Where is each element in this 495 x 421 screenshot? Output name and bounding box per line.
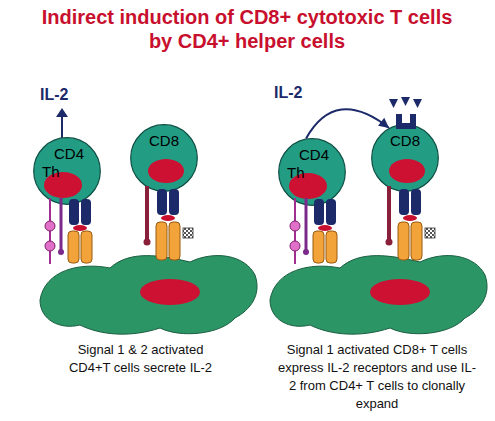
- apc-nucleus: [370, 279, 430, 305]
- t-cell-circle: CD4Th: [278, 138, 346, 206]
- t-cell-circle: CD8: [371, 124, 439, 192]
- cd28-stalk: [49, 198, 51, 264]
- arrow-head: [378, 118, 389, 128]
- t-cell-circle: CD8: [130, 124, 198, 192]
- mhc-chain: [68, 231, 79, 263]
- mhc-chain: [326, 231, 337, 263]
- cell-label: CD8: [373, 132, 437, 149]
- il2-molecule: [413, 99, 422, 108]
- mhc-chain: [398, 222, 409, 260]
- panel-caption: Signal 1 & 2 activated CD4+T cells secre…: [63, 341, 218, 377]
- il2-molecule: [389, 99, 398, 108]
- cd8-coreceptor-end: [386, 239, 393, 246]
- apc-body: [270, 256, 487, 335]
- tcr-chain: [326, 199, 336, 225]
- cell-nucleus: [389, 159, 425, 183]
- cd4-coreceptor-end: [303, 249, 309, 255]
- secretion-arrow: [56, 108, 68, 138]
- peptide: [161, 215, 175, 221]
- mhc-chain: [411, 222, 422, 260]
- cell-membrane: [372, 125, 439, 192]
- cd28-stalk: [294, 198, 296, 264]
- co-molecule: [425, 228, 435, 238]
- cd8-coreceptor: [387, 186, 391, 242]
- costimulatory-molecule: [45, 221, 55, 231]
- tcr-chain: [81, 199, 91, 225]
- peptide: [73, 225, 87, 231]
- mhc-chain: [156, 222, 167, 260]
- antigen-presenting-cell: [40, 256, 257, 335]
- antigen-presenting-cell: [270, 256, 487, 335]
- tcr-chain: [169, 189, 179, 215]
- cd8-coreceptor: [145, 186, 149, 242]
- costimulatory-molecule: [290, 241, 300, 251]
- cell-nucleus: [148, 159, 184, 183]
- cytokine-label: IL-2: [40, 86, 100, 104]
- peptide: [403, 215, 417, 221]
- co-molecule: [183, 228, 193, 238]
- tcr-chain: [399, 189, 409, 215]
- cd4-tcr-mhc-complex: [290, 198, 337, 264]
- mhc-chain: [169, 222, 180, 260]
- tcr-chain: [157, 189, 167, 215]
- cd4-coreceptor: [60, 198, 63, 252]
- cell-label: CD4: [282, 146, 346, 163]
- cd8-tcr-mhc-complex: [144, 186, 194, 260]
- cell-membrane: [279, 139, 346, 206]
- cell-label: CD8: [132, 132, 196, 149]
- cell-label: CD4: [37, 145, 101, 162]
- apc-nucleus: [140, 279, 200, 305]
- cell-membrane: [131, 125, 198, 192]
- mhc-chain: [313, 231, 324, 263]
- arrow-head: [56, 108, 68, 117]
- cell-label: Th: [42, 163, 72, 180]
- arrow-shaft: [61, 116, 63, 138]
- peptide: [318, 225, 332, 231]
- t-cell-circle: CD4Th: [33, 137, 101, 205]
- apc-body: [40, 256, 257, 335]
- diagram-title: Indirect induction of CD8+ cytotoxic T c…: [37, 5, 457, 53]
- connector-group: [306, 109, 389, 138]
- cd8-coreceptor-end: [144, 239, 151, 246]
- cytokine-label: IL-2: [274, 84, 302, 102]
- costimulatory-molecule: [290, 221, 300, 231]
- costimulatory-molecule: [45, 241, 55, 251]
- cd8-tcr-mhc-complex: [386, 186, 436, 260]
- cd4-tcr-mhc-complex: [45, 198, 92, 264]
- cd4-coreceptor-end: [58, 249, 64, 255]
- cell-membrane: [34, 138, 101, 205]
- cd4-coreceptor: [305, 198, 308, 252]
- mhc-chain: [81, 231, 92, 263]
- panel-caption: Signal 1 activated CD8+ T cells express …: [277, 341, 477, 413]
- curved-arrow: [306, 109, 389, 138]
- cell-label: Th: [287, 164, 317, 181]
- il2-molecule: [401, 97, 410, 106]
- tcr-chain: [411, 189, 421, 215]
